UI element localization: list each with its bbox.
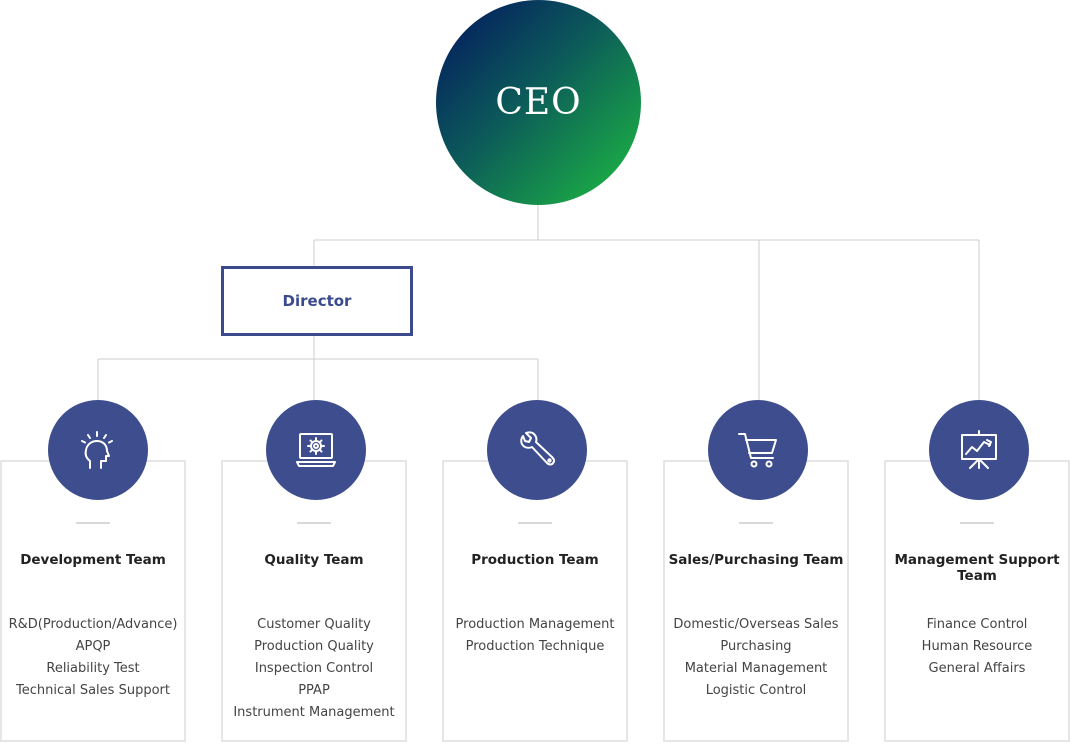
divider bbox=[76, 522, 110, 524]
team-duties: Finance Control Human Resource General A… bbox=[886, 614, 1068, 680]
team-card-production: Production Team Production Management Pr… bbox=[442, 460, 628, 742]
duty-item: Instrument Management bbox=[233, 705, 395, 720]
team-name: Sales/Purchasing Team bbox=[668, 552, 844, 568]
duty-item: Purchasing bbox=[720, 639, 792, 654]
laptop-gear-icon bbox=[296, 433, 336, 467]
duty-item: General Affairs bbox=[928, 661, 1026, 676]
lightbulb-head-icon bbox=[81, 431, 113, 469]
team-card-management-support: Management Support Team Finance Control … bbox=[884, 460, 1070, 742]
duty-item: Material Management bbox=[684, 661, 828, 676]
team-name: Development Team bbox=[20, 552, 166, 568]
duty-item: Customer Quality bbox=[257, 617, 371, 632]
team-card-development: Development Team R&D(Production/Advance)… bbox=[0, 460, 186, 742]
duty-item: Inspection Control bbox=[254, 661, 374, 676]
director-node: Director bbox=[221, 266, 413, 336]
duty-item: Technical Sales Support bbox=[16, 683, 170, 698]
sales-purchasing-team-badge bbox=[708, 400, 808, 500]
duty-item: Domestic/Overseas Sales bbox=[673, 617, 839, 632]
duty-item: R&D(Production/Advance) bbox=[8, 617, 178, 632]
duty-item: Human Resource bbox=[921, 639, 1033, 654]
presentation-chart-icon bbox=[961, 430, 997, 469]
director-label: Director bbox=[282, 292, 352, 310]
team-name: Management Support Team bbox=[894, 552, 1060, 584]
duty-item: APQP bbox=[75, 639, 111, 654]
shopping-cart-icon bbox=[738, 433, 777, 468]
duty-item: Production Management bbox=[455, 617, 615, 632]
duty-item: Finance Control bbox=[926, 617, 1028, 632]
team-name: Production Team bbox=[471, 552, 599, 568]
wrench-icon bbox=[520, 431, 556, 466]
team-name: Quality Team bbox=[264, 552, 364, 568]
team-card-sales-purchasing: Sales/Purchasing Team Domestic/Overseas … bbox=[663, 460, 849, 742]
team-duties: R&D(Production/Advance) APQP Reliability… bbox=[2, 614, 184, 702]
team-duties: Domestic/Overseas Sales Purchasing Mater… bbox=[665, 614, 847, 702]
divider bbox=[297, 522, 331, 524]
team-duties: Production Management Production Techniq… bbox=[444, 614, 626, 658]
quality-team-badge bbox=[266, 400, 366, 500]
divider bbox=[960, 522, 994, 524]
management-support-team-badge bbox=[929, 400, 1029, 500]
ceo-label: CEO bbox=[495, 82, 582, 123]
production-team-badge bbox=[487, 400, 587, 500]
duty-item: Logistic Control bbox=[705, 683, 807, 698]
development-team-badge bbox=[48, 400, 148, 500]
duty-item: Production Technique bbox=[465, 639, 605, 654]
duty-item: PPAP bbox=[298, 683, 330, 698]
ceo-node: CEO bbox=[436, 0, 641, 205]
divider bbox=[518, 522, 552, 524]
team-duties: Customer Quality Production Quality Insp… bbox=[223, 614, 405, 724]
duty-item: Production Quality bbox=[254, 639, 374, 654]
duty-item: Reliability Test bbox=[46, 661, 140, 676]
team-card-quality: Quality Team Customer Quality Production… bbox=[221, 460, 407, 742]
divider bbox=[739, 522, 773, 524]
